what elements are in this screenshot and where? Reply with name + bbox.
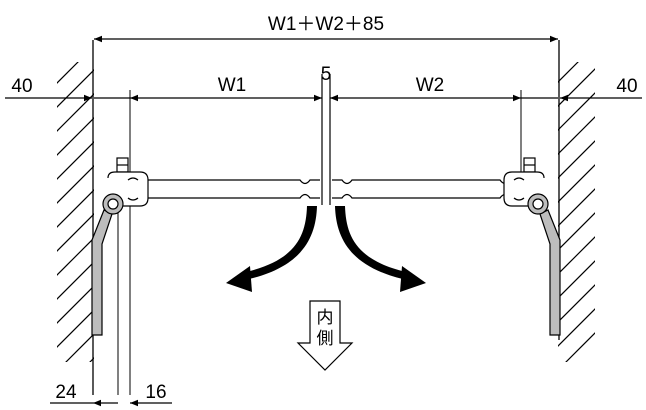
right-swing-arrow xyxy=(335,206,426,292)
bottom-right-label: 16 xyxy=(145,382,166,403)
bottom-left-label: 24 xyxy=(55,382,77,403)
right-door-panel xyxy=(332,179,511,199)
left-hinge xyxy=(91,157,149,336)
inside-label-line2: 側 xyxy=(317,329,334,349)
inside-direction-arrow: 内 側 xyxy=(296,300,354,371)
left-margin-label: 40 xyxy=(11,76,32,97)
left-wall-hatch xyxy=(57,62,94,362)
inside-label-line1: 内 xyxy=(317,308,334,328)
right-margin-label: 40 xyxy=(616,76,637,97)
total-width-label: W1＋W2＋85 xyxy=(268,14,384,35)
right-hinge xyxy=(503,157,561,336)
w2-label: W2 xyxy=(416,75,445,96)
center-gap-label: 5 xyxy=(321,64,332,85)
w1-label: W1 xyxy=(218,75,247,96)
left-swing-arrow xyxy=(226,206,317,292)
left-door-panel xyxy=(140,179,320,199)
right-wall-hatch xyxy=(558,62,595,362)
